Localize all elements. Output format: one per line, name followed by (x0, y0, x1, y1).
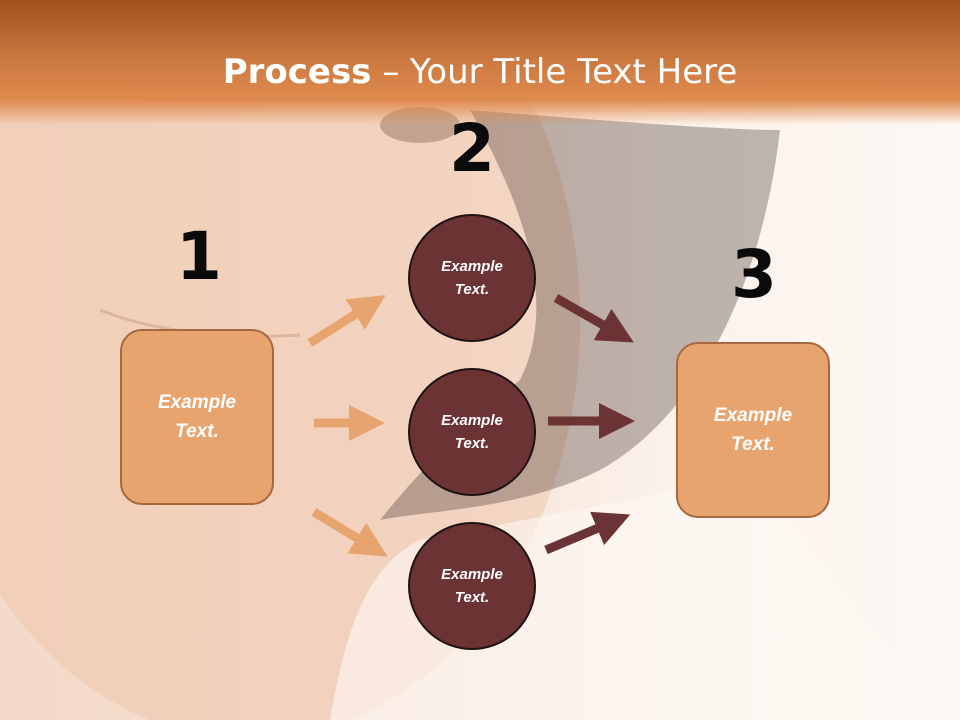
circle-bottom-line1: Example (441, 566, 503, 583)
title-strong: Process (222, 52, 372, 92)
circle-middle-line1: Example (441, 412, 503, 429)
step-3-line2: Text. (731, 434, 775, 455)
circle-top-line2: Text. (454, 281, 490, 298)
step-1-line1: Example (157, 392, 237, 413)
title-bar (0, 0, 960, 125)
arrow-1-to-2c (311, 508, 388, 557)
arrow-1-to-2a (307, 295, 386, 347)
step-2-number: 2 (449, 110, 495, 187)
title-rest: – Your Title Text Here (371, 52, 738, 92)
arrow-2a-to-3 (553, 294, 634, 343)
step-3-number: 3 (731, 236, 777, 313)
step-3-line1: Example (713, 405, 793, 426)
slide-title: Process – Your Title Text Here (0, 52, 960, 92)
step-1-line2: Text. (175, 421, 219, 442)
step-1-number: 1 (176, 218, 222, 295)
circle-bottom-line2: Text. (454, 589, 490, 606)
circle-top-line1: Example (441, 258, 503, 275)
circle-middle-line2: Text. (454, 435, 490, 452)
arrow-2c-to-3 (544, 511, 631, 555)
